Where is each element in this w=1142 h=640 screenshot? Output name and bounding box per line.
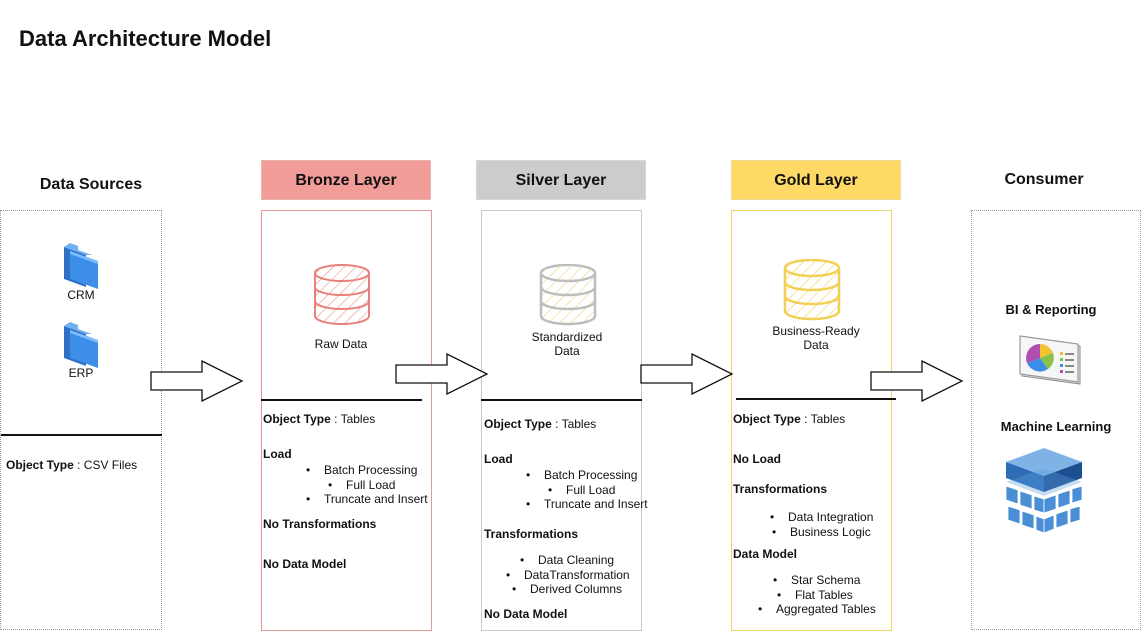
object-type-line: Object Type : Tables <box>263 412 375 426</box>
consumer-panel <box>971 210 1141 630</box>
object-type-value: : CSV Files <box>73 458 138 472</box>
load-list: Batch Processing Full Load Truncate and … <box>526 468 648 512</box>
object-type-label: Object Type <box>6 458 74 472</box>
object-type-label: Object Type <box>263 412 331 426</box>
arrow-right-icon <box>870 360 964 402</box>
arrow-right-icon <box>640 353 734 395</box>
load-label: Load <box>484 452 513 466</box>
crm-label: CRM <box>67 288 95 302</box>
label-line: Data <box>803 338 829 352</box>
label-line: Standardized <box>531 330 603 344</box>
object-type-value: : Tables <box>800 412 846 426</box>
list-item: Flat Tables <box>758 588 876 603</box>
object-type-line: Object Type : CSV Files <box>6 458 137 472</box>
list-item: Data Cleaning <box>506 553 630 568</box>
list-item: Truncate and Insert <box>526 497 648 512</box>
gold-layer-heading: Gold Layer <box>731 160 901 200</box>
raw-data-label: Raw Data <box>314 337 368 351</box>
object-type-value: : Tables <box>551 417 597 431</box>
divider <box>481 399 642 401</box>
database-icon <box>314 264 370 325</box>
divider <box>261 399 422 401</box>
arrow-right-icon <box>150 360 244 402</box>
transformations-label: Transformations <box>484 527 579 541</box>
data-sources-panel <box>0 210 162 630</box>
transformations-list: Data Cleaning DataTransformation Derived… <box>506 553 630 597</box>
list-item: Aggregated Tables <box>758 602 876 617</box>
consumer-heading: Consumer <box>1004 171 1084 188</box>
list-item: Business Logic <box>770 525 873 540</box>
object-type-line: Object Type : Tables <box>484 417 596 431</box>
bi-reporting-label: BI & Reporting <box>1005 302 1097 317</box>
database-icon <box>539 264 597 326</box>
no-load-label: No Load <box>733 452 781 466</box>
object-type-label: Object Type <box>733 412 801 426</box>
load-list: Batch Processing Full Load Truncate and … <box>306 463 428 507</box>
list-item: Full Load <box>526 483 648 498</box>
label-line: Business-Ready <box>772 324 860 338</box>
standardized-data-label: Standardized Data <box>516 330 618 358</box>
object-type-value: : Tables <box>330 412 376 426</box>
silver-layer-panel <box>481 210 642 631</box>
bronze-layer-heading: Bronze Layer <box>261 160 431 200</box>
list-item: Batch Processing <box>526 468 648 483</box>
transformations-label: No Transformations <box>263 517 377 531</box>
cube-stack-icon <box>1005 448 1083 534</box>
list-item: Derived Columns <box>506 582 630 597</box>
data-sources-heading: Data Sources <box>39 176 143 193</box>
transformations-list: Data Integration Business Logic <box>770 510 873 539</box>
data-model-list: Star Schema Flat Tables Aggregated Table… <box>758 573 876 617</box>
list-item: Full Load <box>306 478 428 493</box>
divider <box>736 398 896 400</box>
load-label: Load <box>263 447 292 461</box>
erp-label: ERP <box>68 366 94 380</box>
transformations-label: Transformations <box>733 482 828 496</box>
data-model-label: Data Model <box>733 547 798 561</box>
list-item: Star Schema <box>758 573 876 588</box>
label-line: Data <box>554 344 580 358</box>
object-type-label: Object Type <box>484 417 552 431</box>
list-item: Data Integration <box>770 510 873 525</box>
arrow-right-icon <box>395 353 489 395</box>
folder-icon <box>64 243 98 289</box>
folder-icon <box>64 322 98 368</box>
gold-layer-panel <box>731 210 892 631</box>
business-ready-data-label: Business-Ready Data <box>761 324 871 352</box>
bronze-layer-panel <box>261 210 432 631</box>
object-type-line: Object Type : Tables <box>733 412 845 426</box>
page-title: Data Architecture Model <box>19 26 272 51</box>
database-icon <box>783 259 841 321</box>
data-model-label: No Data Model <box>484 607 568 621</box>
divider <box>1 434 162 436</box>
list-item: DataTransformation <box>506 568 630 583</box>
machine-learning-label: Machine Learning <box>1000 419 1112 434</box>
data-model-label: No Data Model <box>263 557 347 571</box>
silver-layer-heading: Silver Layer <box>476 160 646 200</box>
list-item: Batch Processing <box>306 463 428 478</box>
list-item: Truncate and Insert <box>306 492 428 507</box>
dashboard-icon <box>1019 335 1081 385</box>
